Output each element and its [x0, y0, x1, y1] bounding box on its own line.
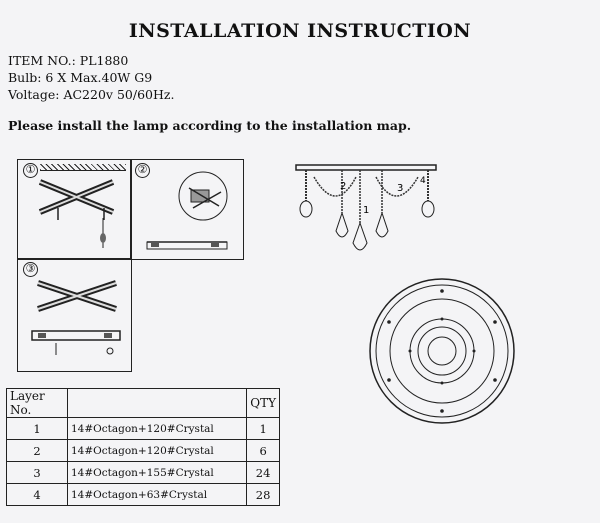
step-2-panel: ② [130, 159, 244, 260]
qty-cell: 24 [246, 461, 280, 484]
bulb-spec: Bulb: 6 X Max.40W G9 [8, 70, 153, 85]
side-label-3: 3 [397, 183, 403, 194]
desc-cell: 14#Octagon+120#Crystal [66, 417, 248, 440]
install-note: Please install the lamp according to the… [8, 118, 412, 133]
header-desc [66, 388, 248, 418]
table-row: 2 14#Octagon+120#Crystal 6 [6, 439, 280, 462]
qty-cell: 1 [246, 417, 280, 440]
layer-cell: 3 [6, 461, 68, 484]
desc-cell: 14#Octagon+63#Crystal [66, 483, 248, 506]
layer-cell: 1 [6, 417, 68, 440]
table-row: 1 14#Octagon+120#Crystal 1 [6, 417, 280, 440]
table-row: 3 14#Octagon+155#Crystal 24 [6, 461, 280, 484]
side-label-2: 2 [340, 181, 346, 192]
table-row: 4 14#Octagon+63#Crystal 28 [6, 483, 280, 506]
parts-table: Layer No. QTY 1 14#Octagon+120#Crystal 1… [6, 388, 280, 506]
side-label-4: 4 [420, 176, 426, 186]
header-qty: QTY [246, 388, 280, 418]
wiring-diagram [146, 171, 228, 250]
desc-cell: 14#Octagon+120#Crystal [66, 439, 248, 462]
crossbar-diagram [38, 179, 115, 248]
table-header-row: Layer No. QTY [6, 388, 280, 418]
desc-cell: 14#Octagon+155#Crystal [66, 461, 248, 484]
document-title: INSTALLATION INSTRUCTION [128, 20, 472, 42]
step-3-panel: ③ [17, 258, 132, 372]
header-layer: Layer No. [6, 388, 68, 418]
step-1-number: ① [23, 163, 38, 178]
side-label-1: 1 [363, 205, 369, 216]
chandelier-top-view [369, 278, 515, 424]
layer-cell: 2 [6, 439, 68, 462]
qty-cell: 28 [246, 483, 280, 506]
step-2-number: ② [135, 163, 150, 178]
voltage-spec: Voltage: AC220v 50/60Hz. [8, 87, 175, 102]
layer-cell: 4 [6, 483, 68, 506]
item-number: ITEM NO.: PL1880 [8, 53, 129, 68]
step-3-number: ③ [23, 262, 38, 277]
assembly-diagram [31, 280, 121, 355]
step-1-panel: ① [17, 159, 132, 260]
ceiling-hatch [40, 164, 126, 171]
qty-cell: 6 [246, 439, 280, 462]
chandelier-side-view: 2 3 4 1 [295, 164, 437, 251]
